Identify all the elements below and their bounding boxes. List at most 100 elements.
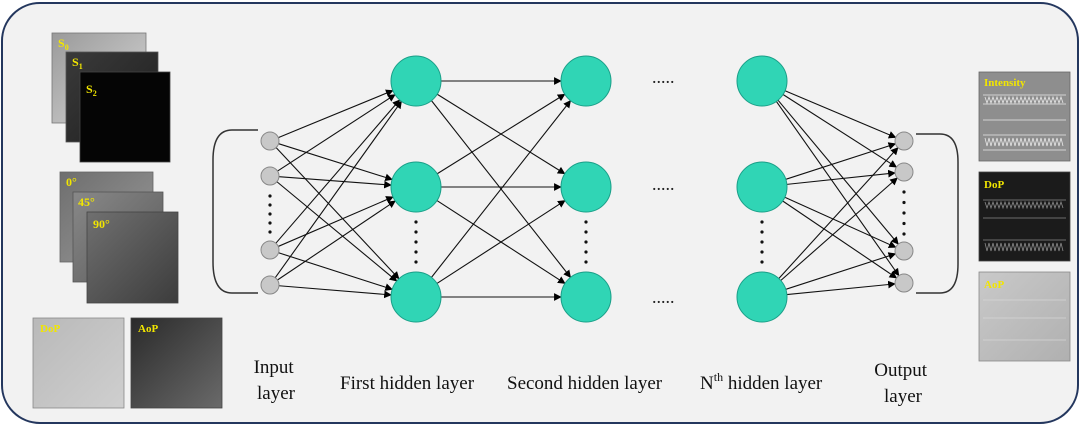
edge-input-2-to-h1-2: [278, 176, 392, 189]
edge-hn-3-to-output-4: [786, 280, 896, 296]
nth-hidden-ellipsis-dot-3: [760, 240, 764, 244]
edge-input-3-to-h1-2: [278, 196, 394, 247]
edge-hn-1-to-output-2: [782, 94, 898, 168]
edge-h1-3-to-h2-2: [436, 200, 566, 284]
second-hidden-node-3: [560, 271, 612, 323]
first-hidden-layer-label: First hidden layer: [340, 373, 475, 394]
edge-input-4-to-h1-2: [277, 200, 396, 281]
stokes-s2-label: S2: [86, 82, 97, 98]
input-ellipsis-dot-5: [268, 230, 272, 234]
nth-hidden-layer-label: Nth hidden layer: [700, 370, 823, 394]
angle-45-label: 45°: [78, 195, 95, 209]
edge-hn-3-to-output-1: [778, 147, 899, 279]
network-connections: [274, 77, 900, 301]
nth-hidden-ellipsis-dot-2: [760, 230, 764, 234]
hidden-ellipsis-bottom: .....: [652, 287, 675, 307]
output-node-2: [894, 162, 914, 182]
output-ellipsis-dot-2: [902, 200, 906, 205]
edge-input-3-to-h1-1: [275, 99, 401, 244]
first-hidden-node-3: [390, 271, 442, 323]
output-ellipsis-dot-4: [902, 221, 906, 226]
network-nodes: [260, 55, 914, 323]
output-ellipsis-dot-3: [902, 211, 906, 215]
input-node-2: [260, 166, 280, 186]
input-layer-label: Input layer: [254, 357, 299, 404]
input-bracket: [212, 129, 258, 294]
input-aop-image: [130, 317, 223, 409]
edge-h1-2-to-h2-1: [436, 93, 566, 175]
nth-hidden-ellipsis-dot-5: [760, 260, 764, 264]
output-ellipsis-dot-5: [902, 232, 906, 236]
first-hidden-node-2: [390, 161, 442, 213]
angle-0-label: 0°: [66, 175, 77, 189]
second-hidden-ellipsis-dot-5: [584, 260, 588, 264]
output-node-4: [894, 273, 914, 293]
output-bracket: [916, 133, 959, 294]
edge-hn-2-to-output-4: [782, 200, 898, 279]
edge-input-2-to-h1-3: [276, 181, 398, 282]
output-node-1: [894, 131, 914, 151]
second-hidden-node-1: [560, 55, 612, 107]
output-dop-image: DoP: [978, 171, 1071, 262]
output-dop-label: DoP: [984, 179, 1004, 191]
edge-input-4-to-h1-3: [278, 285, 392, 299]
input-dop-label: DoP: [40, 323, 60, 335]
output-node-3: [894, 241, 914, 261]
second-hidden-ellipsis-dot-2: [584, 230, 588, 234]
edge-input-2-to-h1-1: [277, 94, 396, 172]
nth-hidden-node-2: [736, 161, 788, 213]
input-node-4: [260, 275, 280, 295]
edge-hn-1-to-output-4: [775, 101, 900, 277]
first-hidden-ellipsis-dot-2: [414, 230, 418, 234]
network-vertical-ellipses: [268, 190, 906, 264]
angle-90-label: 90°: [93, 217, 110, 231]
input-node-3: [260, 240, 280, 260]
second-hidden-layer-label: Second hidden layer: [507, 373, 663, 394]
second-hidden-node-2: [560, 161, 612, 213]
nth-hidden-ellipsis-dot-4: [760, 250, 764, 254]
output-aop-image: AoP: [978, 271, 1071, 362]
edge-input-1-to-h1-2: [278, 143, 393, 182]
edge-hn-3-to-output-2: [780, 177, 898, 281]
first-hidden-ellipsis-dot-3: [414, 240, 418, 244]
diagram-frame: [1, 2, 1079, 424]
edge-input-4-to-h1-1: [274, 100, 402, 279]
second-hidden-ellipsis-dot-3: [584, 240, 588, 244]
edge-hn-1-to-output-3: [777, 99, 899, 245]
edge-hn-2-to-output-2: [786, 169, 896, 185]
input-ellipsis-dot-1: [268, 194, 272, 198]
second-hidden-ellipsis-dot-4: [584, 250, 588, 254]
edge-hn-3-to-output-3: [785, 252, 897, 290]
input-ellipsis-dot-2: [268, 203, 272, 207]
output-aop-label: AoP: [984, 279, 1004, 291]
edge-input-1-to-h1-3: [275, 147, 400, 280]
first-hidden-ellipsis-dot-4: [414, 250, 418, 254]
edge-h1-3-to-h2-1: [431, 100, 572, 278]
input-dop-image: [32, 317, 125, 409]
input-ellipsis-dot-4: [268, 221, 272, 225]
stokes-s1-label: S1: [72, 55, 83, 71]
nth-hidden-node-3: [736, 271, 788, 323]
edge-hn-1-to-output-1: [784, 90, 897, 139]
first-hidden-node-1: [390, 55, 442, 107]
hidden-ellipsis-middle: .....: [652, 174, 675, 194]
output-intensity-label: Intensity: [984, 77, 1026, 89]
input-ellipsis-dot-3: [268, 212, 272, 216]
angle-image-stack: 0° 45° 90°: [59, 171, 179, 304]
first-hidden-ellipsis-dot-1: [414, 220, 418, 224]
edge-hn-2-to-output-1: [785, 142, 897, 180]
hidden-ellipsis-top: .....: [652, 67, 675, 87]
input-aop-label: AoP: [138, 323, 158, 335]
nth-hidden-node-1: [736, 55, 788, 107]
stokes-s0-label: S0: [58, 36, 69, 52]
second-hidden-ellipsis-dot-1: [584, 220, 588, 224]
edge-hn-2-to-output-3: [784, 196, 897, 248]
stokes-image-stack: S0 S1 S2: [51, 32, 171, 163]
nth-hidden-ellipsis-dot-1: [760, 220, 764, 224]
stokes-s2-image: [79, 71, 171, 163]
edge-input-3-to-h1-3: [278, 252, 393, 291]
input-dop-aop-images: DoP AoP: [32, 317, 223, 409]
first-hidden-ellipsis-dot-5: [414, 260, 418, 264]
